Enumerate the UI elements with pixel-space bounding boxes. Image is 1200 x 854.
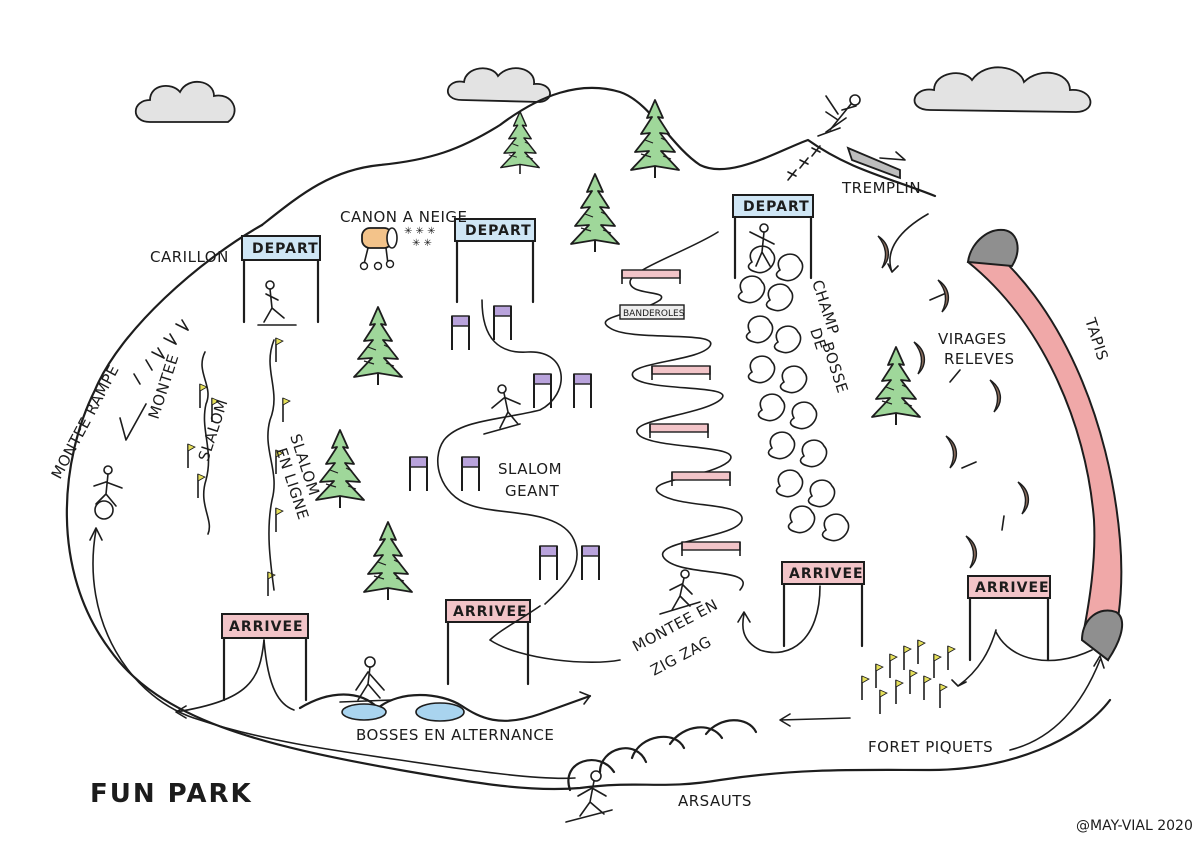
tree (871, 346, 921, 426)
cloud-center (447, 67, 551, 103)
skier-zigzag (659, 569, 701, 615)
svg-text:DEPART: DEPART (252, 241, 319, 257)
label-montee-rampe: MONTEE RAMPE (48, 362, 123, 482)
label-canon: CANON A NEIGE (340, 208, 468, 226)
label-slalom-geant-1: SLALOM (498, 460, 562, 478)
banked-turn (989, 379, 1002, 413)
svg-text:✳ ✳: ✳ ✳ (412, 238, 432, 249)
bosses-alternance (298, 656, 592, 722)
depart-sign-right: DEPART (732, 194, 814, 280)
arrivee-sign-1: ARRIVEE (221, 613, 309, 702)
jumping-skier (817, 94, 861, 137)
banderole (651, 365, 711, 381)
champ-de-bosse (737, 245, 850, 542)
label-montee-slalom-1: MONTEE (145, 352, 183, 421)
banderoles-sign: BANDEROLES (619, 304, 685, 320)
signature: @MAY-VIAL 2020 (1076, 818, 1193, 834)
skier-montee (93, 465, 123, 520)
banked-turn (877, 235, 890, 269)
tremplin-ramp (846, 146, 901, 180)
arsauts-tunnels (565, 719, 758, 823)
label-slalom-geant-2: GEANT (505, 482, 560, 500)
arrivee-sign-2: ARRIVEE (445, 599, 531, 686)
svg-text:ARRIVEE: ARRIVEE (975, 580, 1050, 596)
banked-turn (965, 535, 978, 569)
label-tapis: TAPIS (1081, 315, 1112, 363)
gate (461, 456, 480, 492)
banderole (681, 541, 741, 557)
label-carillon: CARILLON (150, 248, 229, 266)
snow-cannon: ✳ ✳ ✳ ✳ ✳ (359, 226, 436, 271)
bottom-arrow-path (92, 529, 576, 780)
cloud-right (913, 66, 1092, 113)
skier-slalom-geant (483, 384, 521, 435)
svg-text:ARRIVEE: ARRIVEE (789, 566, 864, 582)
flag (275, 337, 284, 363)
cloud-left (134, 81, 236, 123)
label-virages-2: RELEVES (944, 350, 1015, 368)
tapis-conveyor (966, 228, 1124, 662)
foret-piquets (861, 639, 956, 715)
depart-sign-center: DEPART (454, 218, 536, 304)
label-virages-1: VIRAGES (938, 330, 1007, 348)
label-bosses: BOSSES EN ALTERNANCE (356, 726, 554, 744)
svg-text:ARRIVEE: ARRIVEE (453, 604, 528, 620)
gate (451, 315, 470, 351)
gate (409, 456, 428, 492)
page-title: FUN PARK (90, 779, 253, 809)
flag (187, 443, 196, 469)
label-arsauts: ARSAUTS (678, 792, 752, 810)
svg-text:✳ ✳ ✳: ✳ ✳ ✳ (404, 226, 436, 237)
label-foret: FORET PIQUETS (868, 738, 993, 756)
park-boundary (65, 223, 1112, 791)
banked-turn (913, 341, 926, 375)
svg-text:BANDEROLES: BANDEROLES (623, 309, 685, 319)
banked-turn (945, 435, 958, 469)
label-champ-2: DE (806, 326, 830, 353)
banderole (671, 471, 731, 487)
label-tremplin: TREMPLIN (841, 179, 921, 197)
arrivee-sign-3: ARRIVEE (781, 561, 865, 648)
start-skier-right (749, 223, 775, 267)
gate (573, 373, 592, 409)
svg-text:DEPART: DEPART (743, 199, 810, 215)
label-champ-3: BOSSE (818, 340, 851, 396)
tree (315, 429, 365, 509)
mountain-outline (260, 86, 937, 227)
tree (353, 306, 403, 386)
gate (581, 545, 600, 581)
slalom-geant-track (436, 299, 578, 605)
svg-text:DEPART: DEPART (465, 223, 532, 239)
tree (570, 173, 620, 253)
gate (533, 373, 552, 409)
flag (282, 397, 291, 423)
svg-text:ARRIVEE: ARRIVEE (229, 619, 304, 635)
banked-turn (1017, 481, 1030, 515)
banderoles-track (604, 231, 744, 591)
flag (275, 507, 284, 533)
start-skier-left (257, 280, 297, 326)
arrivee-sign-4: ARRIVEE (967, 575, 1051, 662)
depart-sign-left: DEPART (241, 235, 321, 324)
gate (493, 305, 512, 341)
gate (539, 545, 558, 581)
banderole (649, 423, 709, 439)
tree (363, 521, 413, 601)
